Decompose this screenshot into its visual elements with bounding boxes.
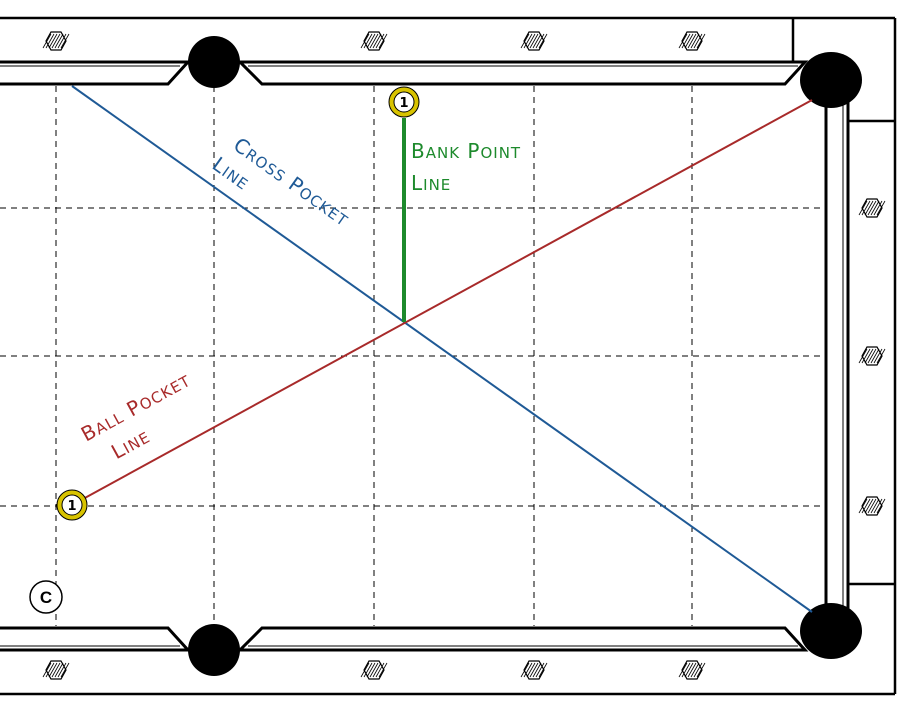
top-cushion (0, 60, 809, 86)
rail-diamond (520, 660, 548, 680)
rail-diamond (858, 496, 886, 516)
right-cushion (824, 82, 850, 630)
rail-diamond (520, 31, 548, 51)
rail-diamond (360, 31, 388, 51)
rail-diamond (42, 660, 70, 680)
rail-diamond (678, 31, 706, 51)
bottom-side-pocket (188, 624, 240, 676)
top-side-pocket (188, 36, 240, 88)
object-ball-left-number: 1 (67, 499, 76, 514)
rail-diamond (360, 660, 388, 680)
object-ball-left: 1 (56, 489, 88, 521)
rail-diamonds (42, 31, 886, 680)
cross-pocket-line (71, 85, 813, 613)
rail-diamond (858, 346, 886, 366)
object-ball-top-number: 1 (399, 96, 408, 111)
object-ball-top: 1 (388, 86, 420, 118)
pockets (188, 36, 862, 676)
ball-pocket-label: BALL POCKET LINE (77, 364, 215, 473)
table-frame (0, 16, 897, 696)
rail-diamond (858, 198, 886, 218)
rail-diamond (42, 31, 70, 51)
cue-ball: C (29, 580, 63, 614)
bottom-corner-pocket (800, 603, 862, 659)
bottom-cushion (0, 626, 809, 652)
bank-point-label: BANK POINT LINE (411, 139, 528, 195)
rail-diamond (678, 660, 706, 680)
ball-pocket-line (71, 99, 813, 506)
cue-ball-letter: C (40, 588, 52, 607)
top-corner-pocket (800, 52, 862, 108)
table-grid (0, 86, 824, 626)
cross-pocket-label: CROSS POCKET LINE (208, 129, 360, 258)
